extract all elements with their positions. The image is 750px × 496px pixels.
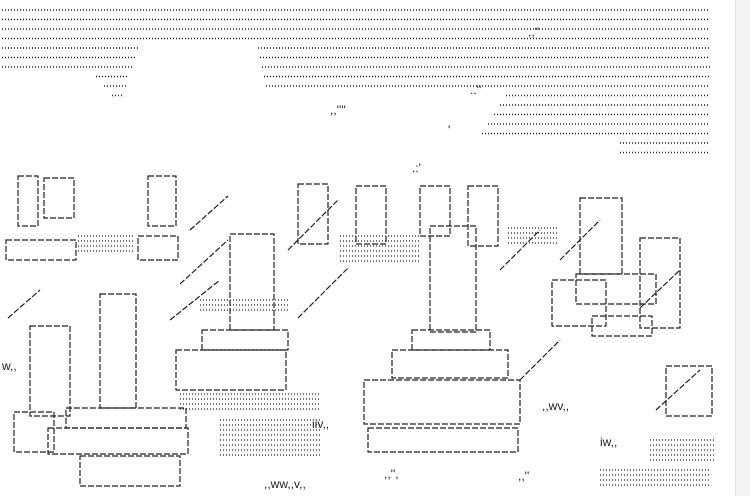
text-fragment: ,,'' [518, 469, 530, 483]
building-outlines [5, 175, 713, 487]
building-edge [639, 269, 681, 309]
building-outline [297, 183, 329, 245]
building-outline [419, 185, 451, 237]
building-edge [179, 239, 229, 285]
building-outline [137, 235, 179, 261]
vertical-scrollbar[interactable] [735, 0, 750, 496]
building-edge [7, 289, 41, 319]
text-fragment: ..'' [470, 83, 482, 97]
building-outline [229, 233, 275, 331]
building-outline [391, 349, 509, 379]
building-outline [363, 379, 521, 425]
building-edge [287, 199, 339, 251]
text-fragment: ,,ww,,v,, [264, 477, 306, 491]
building-edge [169, 279, 221, 321]
block-dot-fills [78, 227, 716, 486]
building-outline [99, 293, 137, 409]
text-fragment: iw,, [600, 435, 618, 449]
building-outline [411, 329, 491, 351]
text-fragment: ,,'''' [330, 103, 346, 117]
building-edge [189, 195, 229, 231]
building-outline [201, 329, 289, 351]
building-outline [355, 185, 387, 245]
building-outline [47, 427, 189, 455]
building-outline [429, 225, 477, 333]
building-outline [17, 175, 39, 227]
sky-dot-field [2, 9, 710, 154]
building-edge [655, 369, 701, 411]
building-outline [79, 455, 181, 487]
building-outline [575, 273, 657, 305]
building-outline [665, 365, 713, 417]
building-outline [551, 279, 607, 327]
building-outline [579, 197, 623, 275]
building-edge [297, 267, 349, 319]
text-fragment: ,,'', [384, 467, 399, 481]
building-outline [43, 177, 75, 219]
building-edge [559, 219, 601, 261]
text-fragment: .:' [412, 161, 421, 175]
building-outline [367, 427, 519, 453]
building-outline [175, 349, 287, 391]
text-fragment: ' [448, 123, 451, 137]
building-outline [5, 239, 77, 261]
building-outline [65, 407, 187, 429]
building-outline [639, 237, 681, 329]
building-outline [29, 325, 71, 417]
building-edge [519, 339, 561, 381]
building-outline [13, 411, 55, 453]
text-fragment: ,,wv,, [542, 399, 570, 413]
text-fragment: w,, [2, 359, 17, 373]
text-fragment: ,,'' [528, 25, 540, 39]
building-edge [499, 229, 541, 271]
text-fragment: iiv,, [312, 417, 330, 431]
building-outline [467, 185, 499, 247]
building-outline [147, 175, 177, 227]
